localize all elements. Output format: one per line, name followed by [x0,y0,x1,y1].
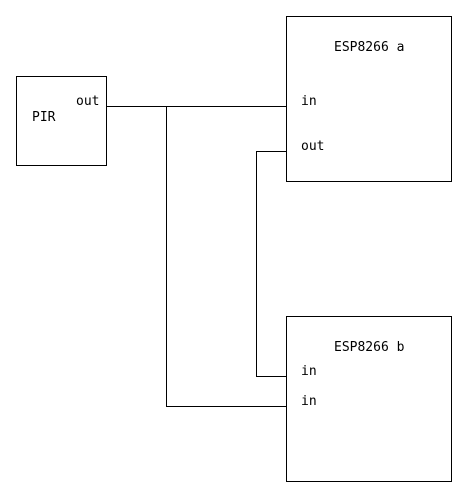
pir-out-label: out [76,94,99,109]
wire-pir-to-esp-b-in2 [166,106,286,407]
esp-a-block [286,16,452,182]
wire-esp-a-out-to-esp-b-in1 [256,151,286,377]
esp-a-title: ESP8266 a [334,40,404,55]
esp-b-in1-label: in [301,364,317,379]
esp-a-out-label: out [301,139,324,154]
esp-a-in-label: in [301,94,317,109]
pir-title: PIR [32,110,56,125]
pir-block [16,76,107,166]
esp-b-title: ESP8266 b [334,340,405,355]
esp-b-block [286,316,452,482]
esp-b-in2-label: in [301,394,317,409]
